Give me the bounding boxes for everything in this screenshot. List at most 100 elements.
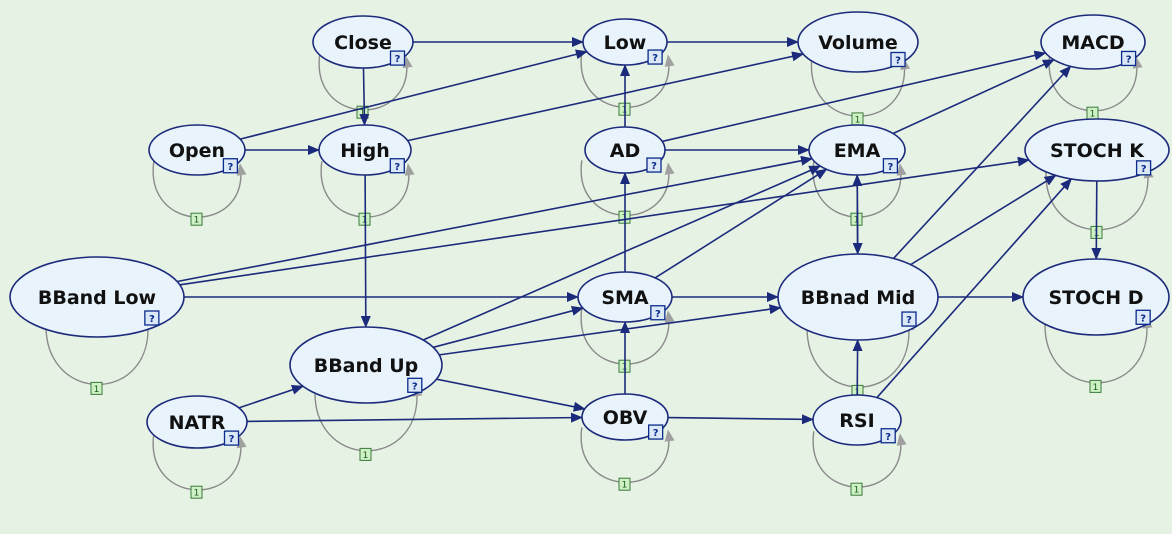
node-shape[interactable] bbox=[777, 253, 939, 341]
help-icon-box[interactable] bbox=[389, 158, 405, 174]
help-icon-box[interactable] bbox=[901, 311, 917, 327]
node-shape[interactable] bbox=[581, 393, 669, 441]
node-stochk[interactable]: STOCH K? bbox=[1024, 118, 1170, 182]
count-badge-box bbox=[190, 485, 203, 499]
node-ad[interactable]: AD? bbox=[584, 126, 666, 174]
node-shape[interactable] bbox=[812, 394, 902, 446]
node-volume[interactable]: Volume? bbox=[797, 11, 919, 73]
help-icon-box[interactable] bbox=[1135, 160, 1152, 176]
node-macd[interactable]: MACD? bbox=[1040, 14, 1146, 70]
help-icon-box[interactable] bbox=[1120, 50, 1137, 67]
help-icon[interactable]: ? bbox=[646, 157, 662, 173]
help-icon[interactable]: ? bbox=[223, 430, 240, 446]
help-icon[interactable]: ? bbox=[901, 311, 917, 327]
count-badge-box bbox=[850, 212, 863, 226]
count-badge-label: 1 bbox=[360, 109, 366, 119]
edge-bbandup-to-obv bbox=[436, 378, 586, 412]
help-icon[interactable]: ? bbox=[648, 424, 664, 440]
node-shape[interactable] bbox=[318, 124, 412, 176]
node-shape[interactable] bbox=[808, 124, 906, 176]
help-icon-box[interactable] bbox=[407, 377, 423, 393]
node-ema[interactable]: EMA? bbox=[808, 124, 906, 176]
help-icon-box[interactable] bbox=[648, 424, 664, 440]
node-label: MACD bbox=[1061, 32, 1124, 54]
node-shape[interactable] bbox=[582, 18, 668, 66]
help-icon[interactable]: ? bbox=[1135, 160, 1152, 176]
count-badge: 1 bbox=[850, 482, 863, 496]
help-icon[interactable]: ? bbox=[389, 50, 406, 66]
node-bbandup[interactable]: BBand Up? bbox=[289, 326, 443, 404]
node-shape[interactable] bbox=[148, 124, 246, 176]
node-shape[interactable] bbox=[1040, 14, 1146, 70]
node-high[interactable]: High? bbox=[318, 124, 412, 176]
help-icon[interactable]: ? bbox=[1135, 309, 1151, 325]
edge-bbandup-to-bbnadmid bbox=[439, 304, 782, 356]
self-loop-bbandup: 1 bbox=[314, 382, 423, 461]
node-open[interactable]: Open? bbox=[148, 124, 246, 176]
help-icon[interactable]: ? bbox=[882, 158, 899, 174]
node-label: AD bbox=[610, 140, 640, 162]
node-natr[interactable]: NATR? bbox=[146, 395, 248, 449]
count-badge-label: 1 bbox=[94, 385, 100, 395]
help-icon-box[interactable] bbox=[890, 51, 906, 68]
node-label: SMA bbox=[601, 287, 649, 309]
help-icon-box[interactable] bbox=[1135, 309, 1151, 325]
edge-bbnadmid-to-macd bbox=[892, 65, 1072, 260]
help-icon[interactable]: ? bbox=[890, 51, 906, 68]
help-icon[interactable]: ? bbox=[407, 377, 423, 393]
edge-ad-to-macd bbox=[661, 50, 1047, 143]
help-icon-box[interactable] bbox=[223, 430, 240, 446]
node-bbandlow[interactable]: BBand Low? bbox=[9, 256, 185, 338]
help-icon[interactable]: ? bbox=[144, 310, 160, 326]
help-icon-glyph: ? bbox=[906, 315, 912, 326]
help-icon-box[interactable] bbox=[647, 49, 663, 65]
edge-high-to-volume bbox=[407, 51, 805, 142]
help-icon-box[interactable] bbox=[222, 158, 239, 174]
edge-bbandup-to-ema bbox=[422, 165, 822, 341]
help-icon-box[interactable] bbox=[646, 157, 662, 173]
node-shape[interactable] bbox=[797, 11, 919, 73]
help-icon-box[interactable] bbox=[650, 305, 666, 321]
count-badge-label: 1 bbox=[854, 216, 860, 226]
edge-bbandlow-to-ema bbox=[177, 155, 813, 283]
help-icon[interactable]: ? bbox=[880, 428, 896, 444]
help-icon-glyph: ? bbox=[227, 162, 233, 173]
node-shape[interactable] bbox=[577, 271, 673, 323]
count-badge-label: 1 bbox=[854, 486, 860, 496]
node-close[interactable]: Close? bbox=[312, 15, 414, 69]
help-icon-box[interactable] bbox=[389, 50, 406, 66]
help-icon-box[interactable] bbox=[882, 158, 899, 174]
help-icon[interactable]: ? bbox=[647, 49, 663, 65]
help-icon[interactable]: ? bbox=[222, 158, 239, 174]
node-label: EMA bbox=[834, 140, 881, 162]
node-low[interactable]: Low? bbox=[582, 18, 668, 66]
node-sma[interactable]: SMA? bbox=[577, 271, 673, 323]
help-icon-glyph: ? bbox=[394, 162, 400, 173]
count-badge-label: 1 bbox=[194, 216, 200, 226]
node-shape[interactable] bbox=[1022, 258, 1170, 336]
node-shape[interactable] bbox=[312, 15, 414, 69]
help-icon[interactable]: ? bbox=[1120, 50, 1137, 67]
node-bbnadmid[interactable]: BBnad Mid? bbox=[777, 253, 939, 341]
count-badge-box bbox=[359, 447, 372, 461]
help-icon-box[interactable] bbox=[880, 428, 896, 444]
help-icon[interactable]: ? bbox=[389, 158, 405, 174]
help-icon-glyph: ? bbox=[229, 434, 235, 445]
count-badge: 1 bbox=[1086, 106, 1099, 120]
node-shape[interactable] bbox=[9, 256, 185, 338]
node-shape[interactable] bbox=[289, 326, 443, 404]
edge-natr-to-obv bbox=[246, 412, 584, 423]
help-icon-glyph: ? bbox=[1140, 313, 1146, 324]
node-rsi[interactable]: RSI? bbox=[812, 394, 902, 446]
node-obv[interactable]: OBV? bbox=[581, 393, 669, 441]
count-badge-label: 1 bbox=[362, 216, 368, 226]
node-shape[interactable] bbox=[1024, 118, 1170, 182]
edge-bbandup-to-sma bbox=[433, 306, 584, 349]
help-icon-box[interactable] bbox=[144, 310, 160, 326]
node-label: BBand Low bbox=[38, 287, 156, 309]
node-shape[interactable] bbox=[584, 126, 666, 174]
node-label: STOCH D bbox=[1048, 287, 1143, 309]
node-shape[interactable] bbox=[146, 395, 248, 449]
help-icon[interactable]: ? bbox=[650, 305, 666, 321]
node-stochd[interactable]: STOCH D? bbox=[1022, 258, 1170, 336]
